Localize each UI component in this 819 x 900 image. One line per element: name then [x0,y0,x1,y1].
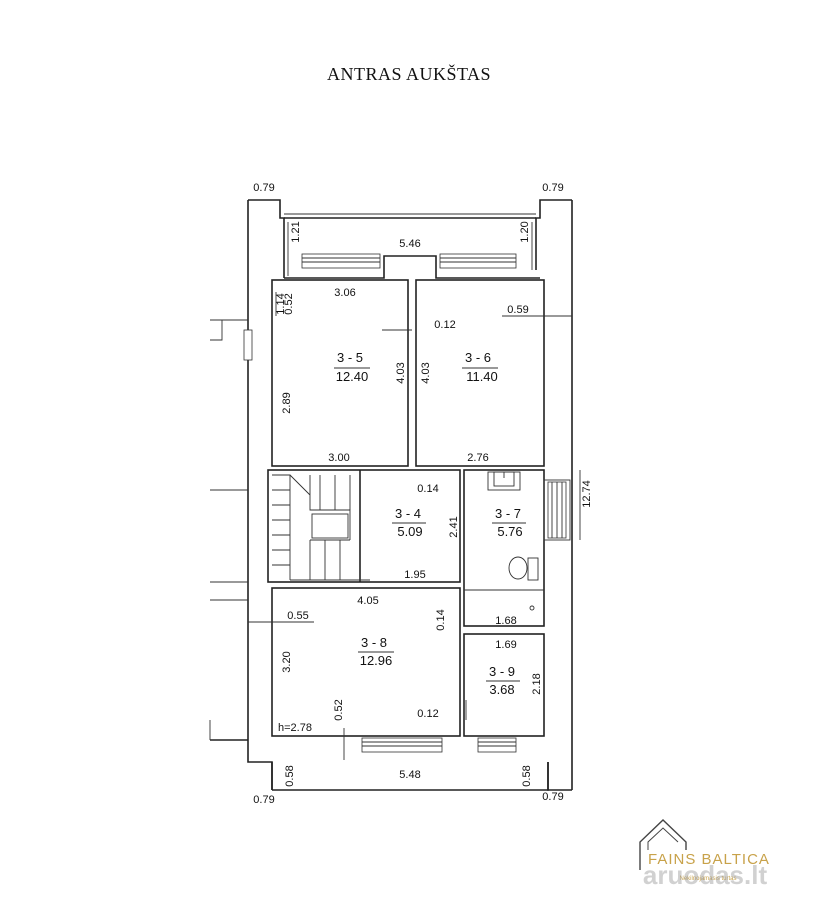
dim-r35-inner: 4.03 [395,362,407,383]
room-3-6-id: 3 - 6 [465,350,491,365]
site-watermark: aruodas.lt [643,860,768,890]
dim-top-left: 0.79 [253,182,274,194]
dim-r35-height: 2.89 [281,392,293,413]
dim-r35-bottom: 3.00 [328,452,349,464]
dim-r34-bottom: 1.95 [404,569,425,581]
dim-r34-top: 0.14 [417,483,438,495]
dim-r39-top: 1.69 [495,639,516,651]
dim-r38-top: 4.05 [357,595,378,607]
windows [243,253,567,753]
dim-r36-wall: 0.59 [507,304,528,316]
dim-r36-bottom: 2.76 [467,452,488,464]
dim-bottom-width: 5.48 [399,769,420,781]
dim-partition: 0.12 [434,319,455,331]
bathroom-fixtures [487,471,539,611]
dim-total-height: 12.74 [581,480,593,508]
dim-balcony-left: 1.21 [290,221,302,242]
plan-title: ANTRAS AUKŠTAS [327,63,491,84]
dim-r35-small-b: 0.52 [283,293,295,314]
room-labels: 3 - 5 12.40 3 - 6 11.40 3 - 4 5.09 3 - 7… [334,350,526,697]
room-3-5-id: 3 - 5 [337,350,363,365]
dim-r38-window: 0.52 [333,699,345,720]
dim-bottom-left-wall: 0.58 [284,765,296,786]
room-3-8-id: 3 - 8 [361,635,387,650]
room-walls [267,279,571,737]
room-3-6-area: 11.40 [466,369,498,384]
room-3-4-area: 5.09 [397,524,422,539]
house-logo-icon [639,819,687,870]
room-3-9-area: 3.68 [489,682,514,697]
brand-name: FAINS BALTICA [648,851,770,868]
brand-tagline: Nekilnojamasis turtas [679,876,736,882]
ceiling-height: h=2.78 [278,722,312,734]
outer-walls [209,199,573,791]
watermark: FAINS BALTICA Nekilnojamasis turtas aruo… [639,819,770,890]
room-3-8-area: 12.96 [360,653,393,668]
dim-bottom-right: 0.79 [542,791,563,803]
dim-r39-side: 2.18 [531,673,543,694]
dim-r38-height: 3.20 [281,651,293,672]
dim-r34-side: 2.41 [448,516,460,537]
dimension-lines [248,222,581,760]
room-3-9-id: 3 - 9 [489,664,515,679]
staircase [272,474,370,581]
room-3-7-id: 3 - 7 [495,506,521,521]
dim-r35-width: 3.06 [334,287,355,299]
room-3-4-id: 3 - 4 [395,506,421,521]
dim-bottom-right-wall: 0.58 [521,765,533,786]
dim-r35-small-a: 1.14 [275,293,287,314]
dim-balcony-width: 5.46 [399,238,420,250]
dimension-labels: 0.79 0.79 5.46 1.21 1.20 3.06 1.14 0.52 … [253,182,593,806]
room-3-7-area: 5.76 [497,524,522,539]
dim-r38-wall: 0.55 [287,610,308,622]
dim-top-right: 0.79 [542,182,563,194]
dim-r37-bottom: 1.68 [495,615,516,627]
dim-r36-inner: 4.03 [420,362,432,383]
room-3-5-area: 12.40 [336,369,369,384]
dim-r38-partition: 0.12 [417,708,438,720]
dim-balcony-right: 1.20 [519,221,531,242]
dim-r38-side-wall: 0.14 [435,609,447,630]
dim-bottom-left: 0.79 [253,794,274,806]
